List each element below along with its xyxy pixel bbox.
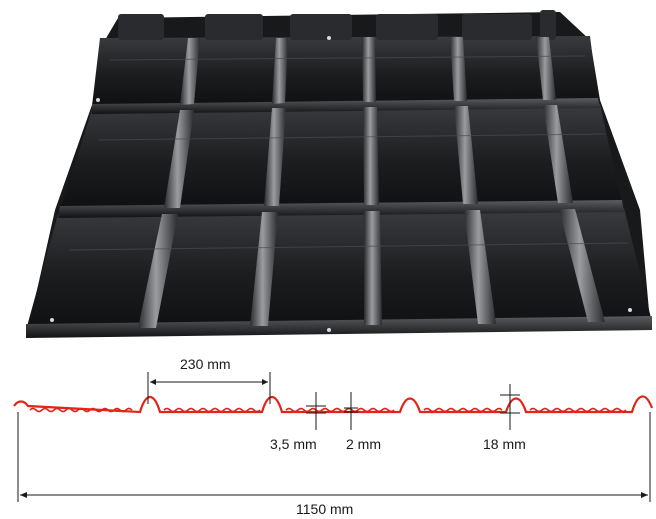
ribs-row-3: [138, 209, 605, 328]
step-height-b-label: 2 mm: [346, 436, 381, 452]
step-edge-2: [58, 200, 624, 218]
top-hooks: [118, 10, 556, 40]
total-width-label: 1150 mm: [296, 501, 354, 517]
wave-height-label: 18 mm: [483, 436, 526, 452]
pitch-dimension-label: 230 mm: [180, 356, 231, 372]
ribs-row-1: [180, 37, 556, 105]
step-edge-1: [92, 98, 600, 114]
profile-cross-section: [13, 395, 654, 414]
tile-row-1: [92, 36, 598, 106]
tile-row-2: [60, 104, 622, 210]
dimension-lines: [17, 372, 651, 502]
step-height-a-label: 3,5 mm: [270, 436, 317, 452]
panel-grooves: [69, 55, 629, 251]
tile-row-3: [26, 208, 652, 330]
ribs-row-2: [164, 105, 573, 208]
fastener-dots: [50, 36, 632, 332]
